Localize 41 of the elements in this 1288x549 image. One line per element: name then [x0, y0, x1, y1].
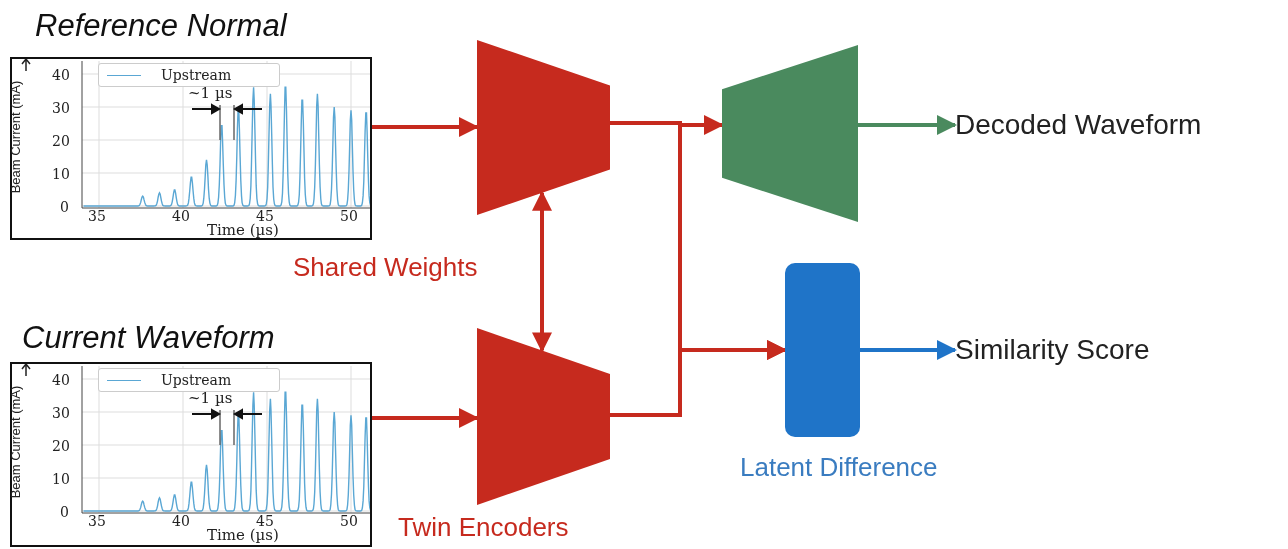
- tick-label: 40: [52, 372, 70, 388]
- latent-block: [785, 263, 860, 437]
- tick-label: 10: [52, 471, 70, 487]
- arrow: [532, 190, 552, 353]
- tick-label: 0: [60, 504, 69, 520]
- tick-label: 45: [256, 514, 274, 528]
- axis-title: Time (µs): [207, 222, 279, 238]
- tick-label: 35: [88, 514, 106, 528]
- axis-title: Time (µs): [207, 527, 279, 543]
- tick-label: 45: [256, 209, 274, 223]
- tick-label: 10: [52, 166, 70, 182]
- tick-label: 30: [52, 405, 70, 421]
- tick-label: 50: [340, 209, 358, 223]
- decoder-trapezoid: [722, 45, 858, 222]
- caption-text: Latent Difference: [740, 452, 938, 483]
- arrow: [858, 115, 957, 135]
- arrow: [372, 117, 479, 137]
- chart-title: Current Waveform: [22, 320, 275, 356]
- tick-label: 30: [52, 100, 70, 116]
- output-label: Similarity Score: [955, 330, 1255, 370]
- tick-label: 35: [88, 209, 106, 223]
- tick-label: 20: [52, 438, 70, 454]
- series-name: Upstream: [161, 67, 232, 83]
- encoder-trapezoid: [477, 40, 610, 215]
- chart-title: Reference Normal: [35, 8, 287, 44]
- encoder-trapezoid: [477, 328, 610, 505]
- tick-label: 40: [172, 209, 190, 223]
- axis-title: Beam Current (mA): [8, 80, 25, 194]
- annotation-text: ~1 µs: [188, 390, 233, 406]
- tick-label: 0: [60, 199, 69, 215]
- arrow: [372, 408, 479, 428]
- tick-label: 20: [52, 133, 70, 149]
- annotation-text: ~1 µs: [188, 85, 233, 101]
- tick-label: 50: [340, 514, 358, 528]
- output-label: Decoded Waveform: [955, 105, 1275, 145]
- arrow: [860, 340, 957, 360]
- caption-text: Twin Encoders: [398, 512, 569, 543]
- tick-label: 40: [52, 67, 70, 83]
- series-name: Upstream: [161, 372, 232, 388]
- axis-title: Beam Current (mA): [8, 385, 25, 499]
- tick-label: 40: [172, 514, 190, 528]
